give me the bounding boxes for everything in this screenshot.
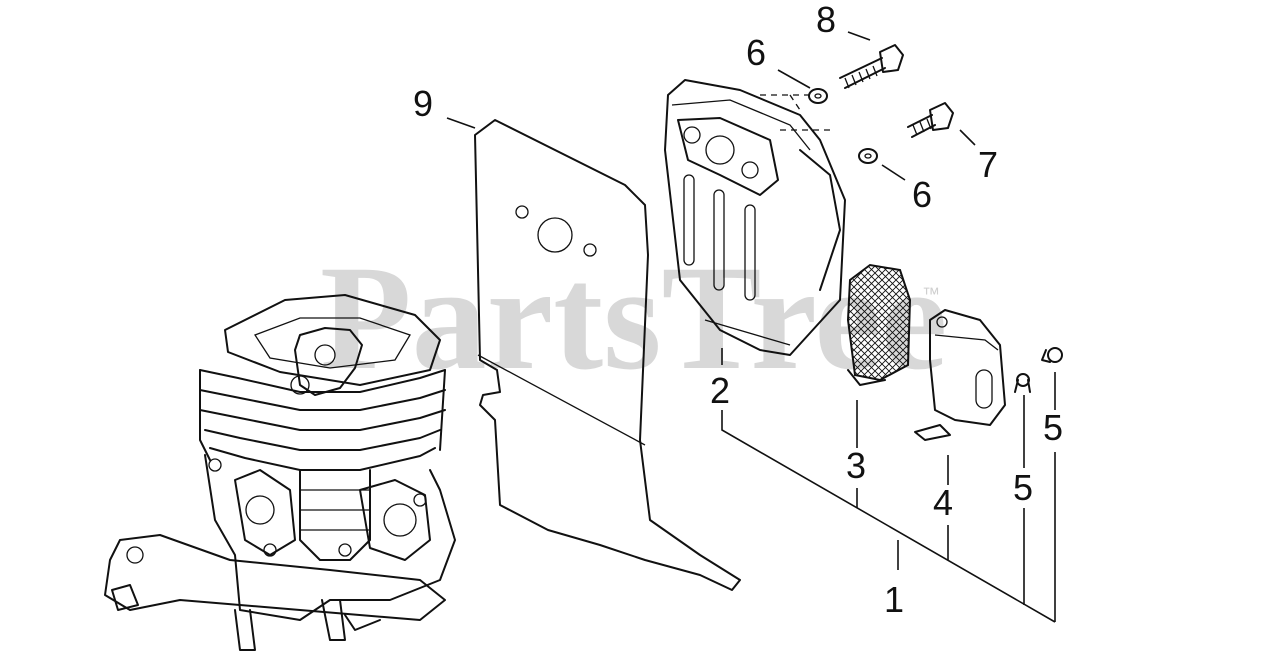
muffler (664, 79, 846, 356)
heat-shield (474, 119, 741, 591)
callout-6-bottom: 6 (912, 174, 932, 215)
muffler-cover (914, 309, 1006, 441)
watermark-text: PartsTree (320, 235, 947, 401)
short-bolt (907, 102, 954, 138)
callout-7: 7 (978, 144, 998, 185)
leader-lines (446, 31, 1056, 623)
spark-screen (846, 263, 912, 386)
screw-left (1014, 373, 1031, 393)
callout-6-top: 6 (746, 32, 766, 73)
callout-2: 2 (710, 370, 730, 411)
callout-1: 1 (884, 579, 904, 620)
callout-8: 8 (816, 0, 836, 40)
callout-9: 9 (413, 83, 433, 124)
washer-top (808, 88, 828, 104)
engine-block (104, 294, 456, 651)
callout-5-right: 5 (1043, 407, 1063, 448)
callout-4: 4 (933, 482, 953, 523)
screw-right (1041, 347, 1063, 363)
callout-3: 3 (846, 445, 866, 486)
watermark-trademark: ™ (922, 284, 940, 304)
long-bolt (839, 44, 904, 89)
callout-5-left: 5 (1013, 467, 1033, 508)
washer-bottom (858, 148, 878, 164)
